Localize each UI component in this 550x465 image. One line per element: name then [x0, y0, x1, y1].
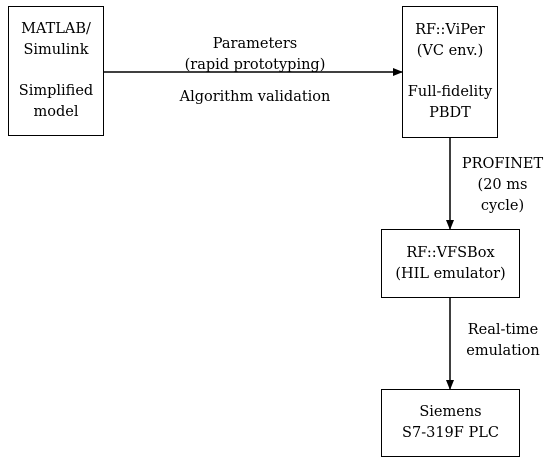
- edge-profinet-line2: (20 ms cycle): [477, 177, 528, 214]
- edge-label-algorithm-validation: Algorithm validation: [160, 87, 350, 108]
- edge-algorithm-line: Algorithm validation: [179, 89, 331, 105]
- edge-realtime-line1: Real-time: [467, 322, 539, 338]
- vfsbox-line2: (HIL emulator): [395, 265, 506, 282]
- plc-line1: Siemens: [419, 404, 482, 420]
- viper-line4: PBDT: [429, 105, 471, 121]
- matlab-line4: model: [33, 104, 79, 120]
- matlab-simulink-box: MATLAB/ Simulink Simplified model: [8, 6, 104, 136]
- edge-label-parameters: Parameters (rapid prototyping): [160, 34, 350, 76]
- matlab-line3: Simplified: [18, 83, 94, 99]
- viper-box: RF::ViPer (VC env.) Full-fidelity PBDT: [402, 6, 498, 138]
- edge-realtime-line2: emulation: [466, 343, 540, 359]
- matlab-line1: MATLAB/: [21, 21, 91, 37]
- vfsbox-box: RF::VFSBox (HIL emulator): [381, 229, 520, 298]
- viper-line2: (VC env.): [416, 43, 484, 59]
- edge-profinet-line1: PROFINET: [461, 156, 544, 172]
- edge-parameters-line1: Parameters: [212, 36, 298, 52]
- plc-box: Siemens S7-319F PLC: [381, 389, 520, 457]
- matlab-line2: Simulink: [23, 42, 89, 58]
- edge-label-profinet: PROFINET (20 ms cycle): [455, 154, 550, 217]
- viper-line3: Full-fidelity: [407, 84, 493, 100]
- plc-line2: S7-319F PLC: [402, 425, 499, 441]
- edge-parameters-line2: (rapid prototyping): [184, 57, 326, 73]
- viper-line1: RF::ViPer: [415, 22, 485, 38]
- edge-label-real-time: Real-time emulation: [460, 320, 546, 362]
- vfsbox-line1: RF::VFSBox: [406, 244, 495, 261]
